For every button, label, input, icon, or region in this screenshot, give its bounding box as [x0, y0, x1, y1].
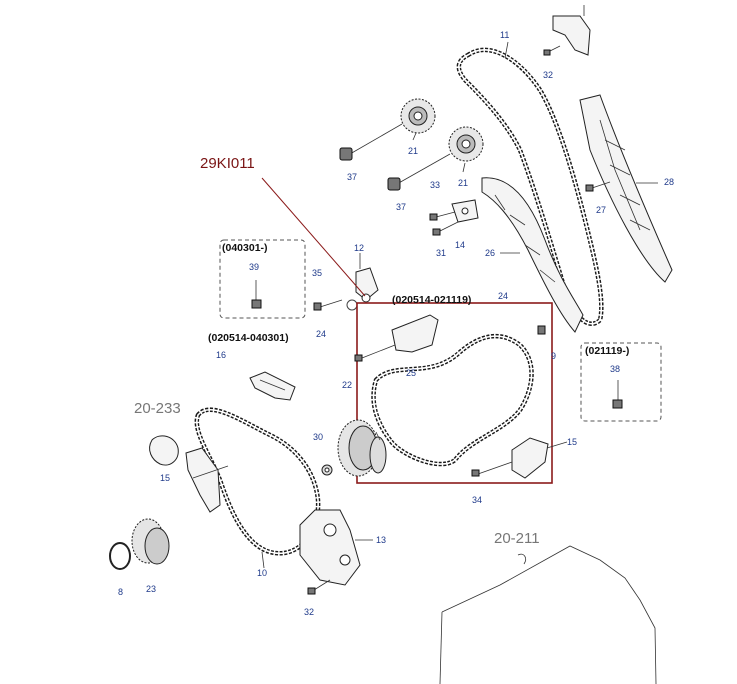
oil-pump-sprocket-23 [131, 518, 170, 565]
part-label-13[interactable]: 13 [376, 535, 386, 545]
chain-guide-26 [481, 177, 584, 333]
bolt-27 [585, 181, 611, 192]
bolt-39 [251, 280, 262, 309]
part-label-30[interactable]: 30 [313, 432, 323, 442]
bolt-24-upper [537, 325, 546, 335]
bolt-35 [313, 299, 343, 311]
part-label-37-lower[interactable]: 37 [396, 202, 406, 212]
group-label-040301: (040301-) [222, 242, 268, 254]
bolt-32-top [543, 45, 561, 56]
ref-20-233[interactable]: 20-233 [134, 400, 181, 417]
part-label-21-upper[interactable]: 21 [408, 146, 418, 156]
upper-timing-chain [456, 47, 604, 326]
engine-block-outline [439, 545, 657, 684]
group-label-021119: (021119-) [585, 345, 629, 357]
part-label-10[interactable]: 10 [257, 568, 267, 578]
part-label-22[interactable]: 22 [342, 380, 352, 390]
diagram-code: 29KI011 [200, 155, 255, 172]
chain-guide-bracket [552, 5, 591, 56]
part-label-23[interactable]: 23 [146, 584, 156, 594]
part-label-39[interactable]: 39 [249, 262, 259, 272]
option-box-040301 [219, 239, 306, 319]
part-label-32-top[interactable]: 32 [543, 70, 553, 80]
part-label-16[interactable]: 16 [216, 350, 226, 360]
o-ring-8 [109, 542, 131, 570]
chain-guide-15-left [185, 447, 221, 513]
part-label-26[interactable]: 26 [485, 248, 495, 258]
callout-line [261, 177, 366, 297]
tensioner-14 [451, 199, 479, 223]
ref-20-211[interactable]: 20-211 [494, 530, 540, 547]
part-label-11[interactable]: 11 [500, 30, 509, 40]
bolt-24-lower [354, 354, 363, 362]
chain-guide-25 [354, 314, 439, 362]
group-label-020514-040301: (020514-040301) [208, 332, 289, 344]
option-box-021119 [580, 342, 662, 422]
crank-sprocket-22 [337, 419, 387, 477]
part-label-33[interactable]: 33 [430, 180, 440, 190]
part-label-24-upper[interactable]: 24 [498, 291, 508, 301]
part-label-32-bottom[interactable]: 32 [304, 607, 314, 617]
part-label-37-upper[interactable]: 37 [347, 172, 357, 182]
part-label-34[interactable]: 34 [472, 495, 482, 505]
part-label-8[interactable]: 8 [118, 587, 123, 597]
highlight-box-020514-021119 [356, 302, 553, 484]
cam-sprocket-21-upper [400, 98, 436, 134]
bolt-38 [612, 380, 623, 409]
bolt-34 [471, 469, 480, 477]
timing-chain-9 [371, 333, 534, 467]
part-label-12[interactable]: 12 [354, 243, 364, 253]
tensioner-13 [299, 509, 361, 586]
part-label-15-left[interactable]: 15 [160, 473, 170, 483]
part-label-28[interactable]: 28 [664, 177, 674, 187]
part-label-27[interactable]: 27 [596, 205, 606, 215]
chain-guide-16 [249, 371, 296, 401]
shim-plate [149, 435, 179, 466]
part-label-15-right[interactable]: 15 [567, 437, 577, 447]
bolt-32-bottom [307, 579, 331, 595]
part-label-25[interactable]: 25 [406, 368, 416, 378]
bolt-37-upper [339, 123, 403, 161]
tensioner-guide-rail-28 [579, 94, 673, 283]
bolt-31 [432, 221, 459, 236]
part-label-9[interactable]: 9 [551, 351, 556, 361]
part-label-14[interactable]: 14 [455, 240, 465, 250]
chain-guide-15-right [471, 437, 549, 479]
part-label-24-lower[interactable]: 24 [316, 329, 326, 339]
group-label-020514-021119: (020514-021119) [392, 294, 471, 306]
bolt-33 [429, 211, 456, 221]
bolt-37-lower [387, 153, 451, 191]
part-label-38[interactable]: 38 [610, 364, 620, 374]
part-label-21-lower[interactable]: 21 [458, 178, 468, 188]
leader-lines [192, 41, 658, 569]
cam-sprocket-21-lower [448, 126, 484, 162]
part-label-35[interactable]: 35 [312, 268, 322, 278]
part-label-31[interactable]: 31 [436, 248, 446, 258]
nut-30 [321, 464, 333, 476]
